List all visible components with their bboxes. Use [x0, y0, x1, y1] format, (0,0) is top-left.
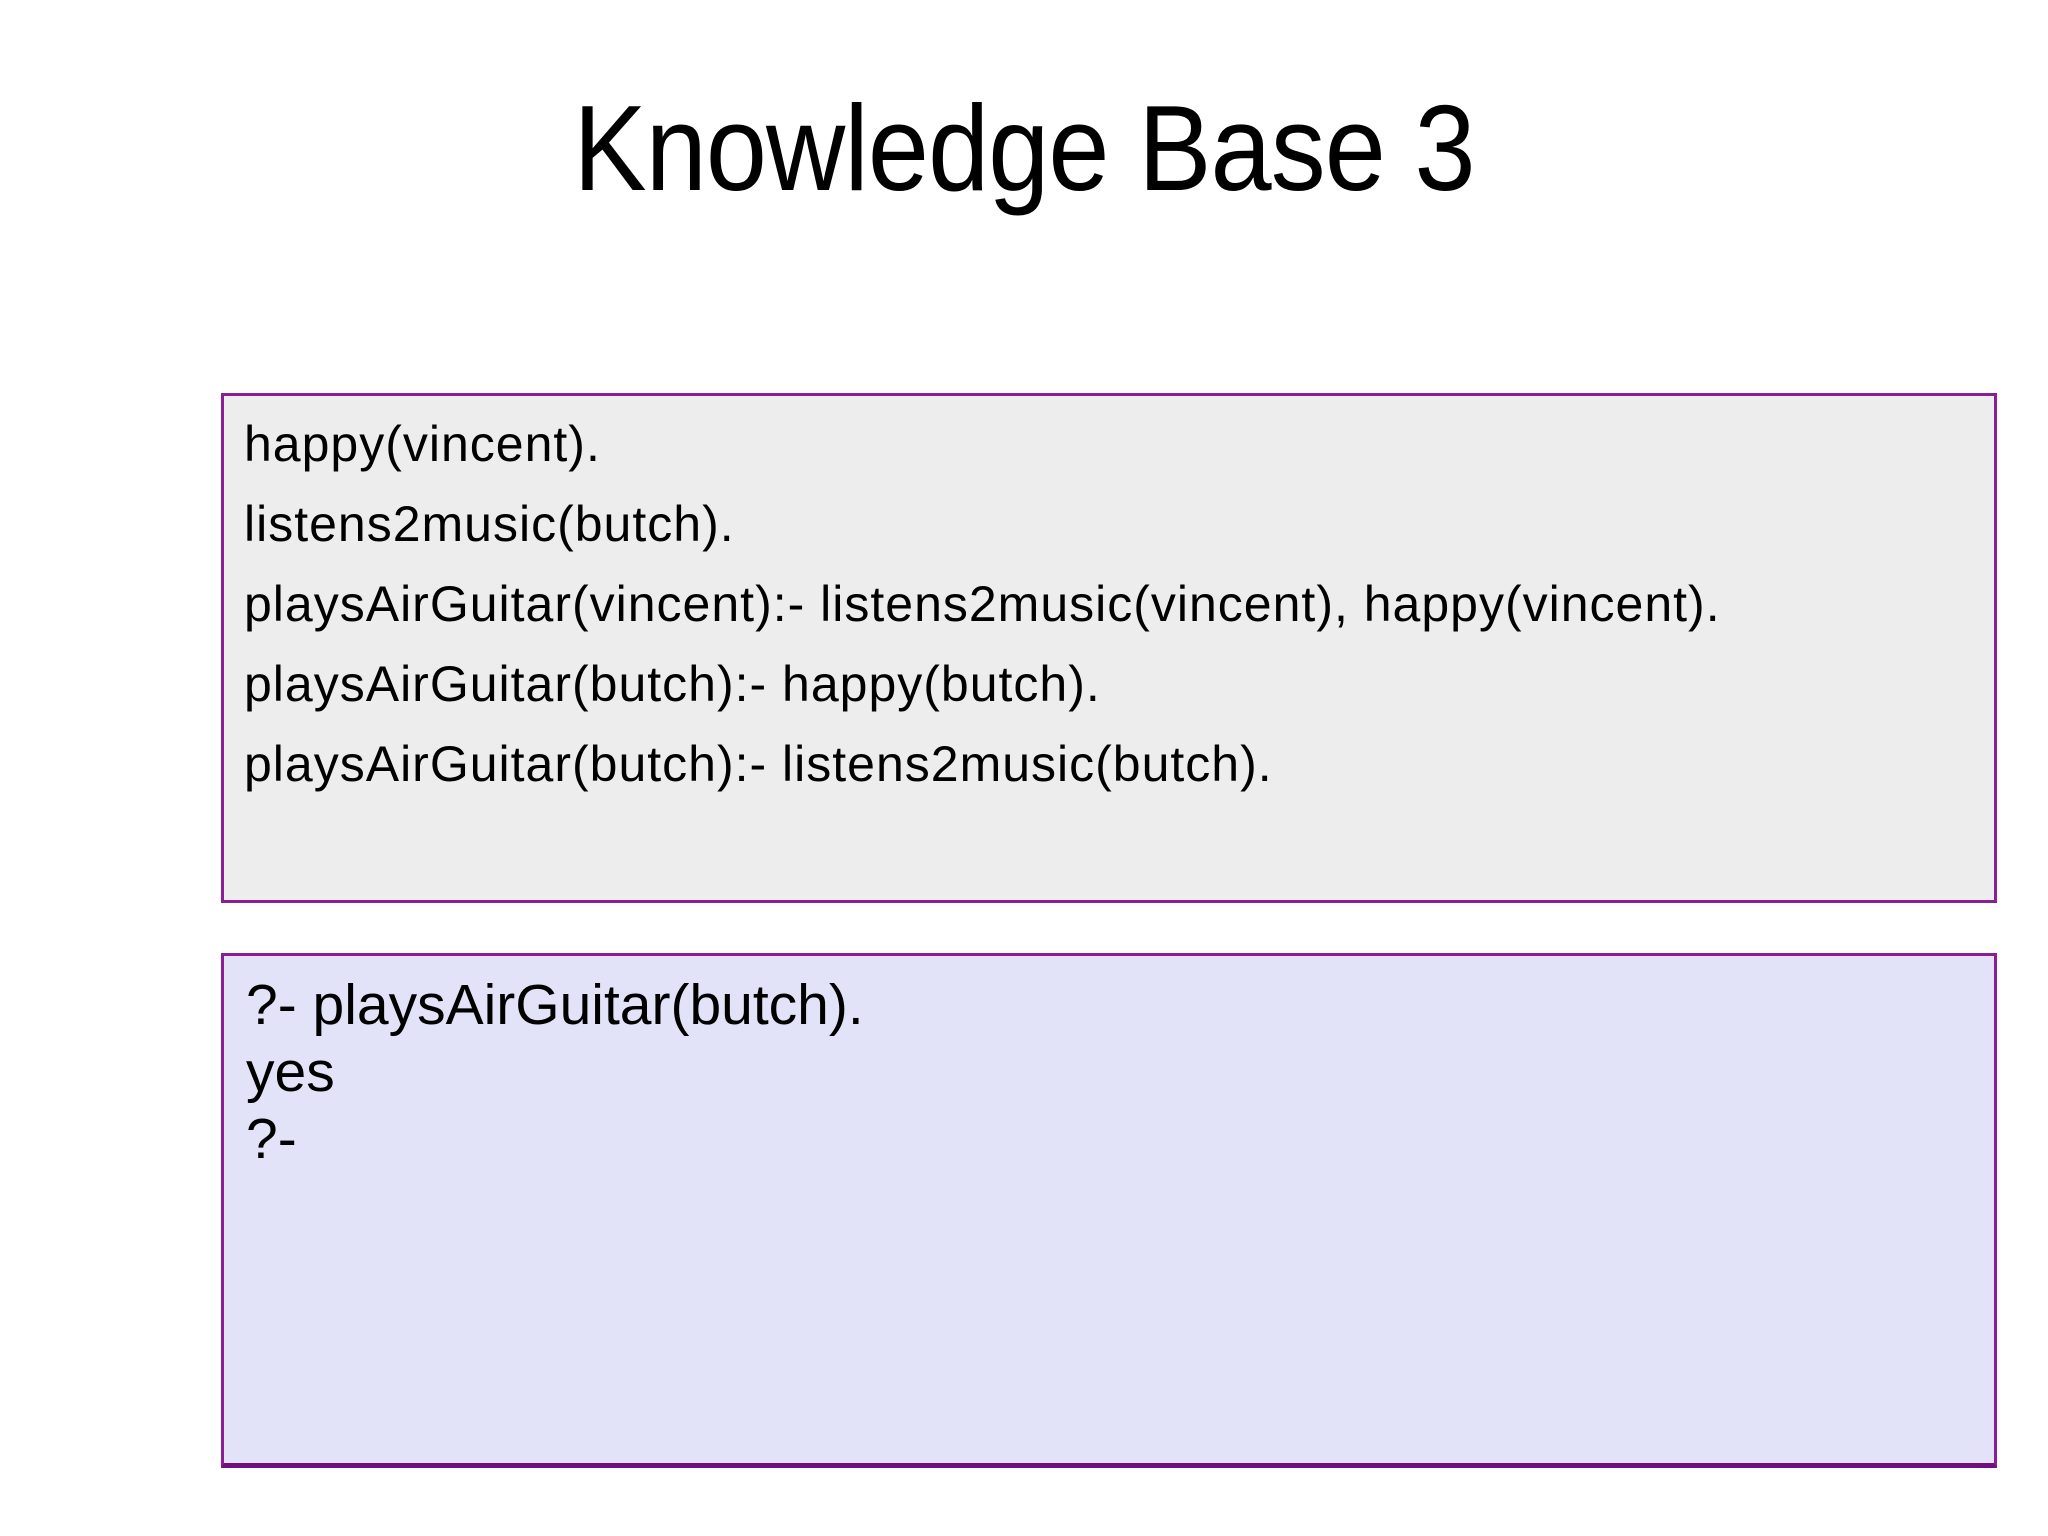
- query-line: ?- playsAirGuitar(butch).: [246, 973, 864, 1037]
- slide-title: Knowledge Base 3: [573, 80, 1475, 216]
- kb-clause-line: listens2music(butch).: [244, 496, 735, 552]
- kb-clause-line: playsAirGuitar(butch):- happy(butch).: [244, 656, 1101, 712]
- kb-clause-line: playsAirGuitar(vincent):- listens2music(…: [244, 576, 1721, 632]
- knowledge-base-box: happy(vincent). listens2music(butch). pl…: [221, 393, 1997, 903]
- query-prompt-line: ?-: [246, 1107, 297, 1171]
- query-box: ?- playsAirGuitar(butch). yes ?-: [221, 953, 1997, 1468]
- query-answer-line: yes: [246, 1040, 335, 1104]
- kb-clause-line: playsAirGuitar(butch):- listens2music(bu…: [244, 736, 1273, 792]
- kb-clause-line: happy(vincent).: [244, 416, 601, 472]
